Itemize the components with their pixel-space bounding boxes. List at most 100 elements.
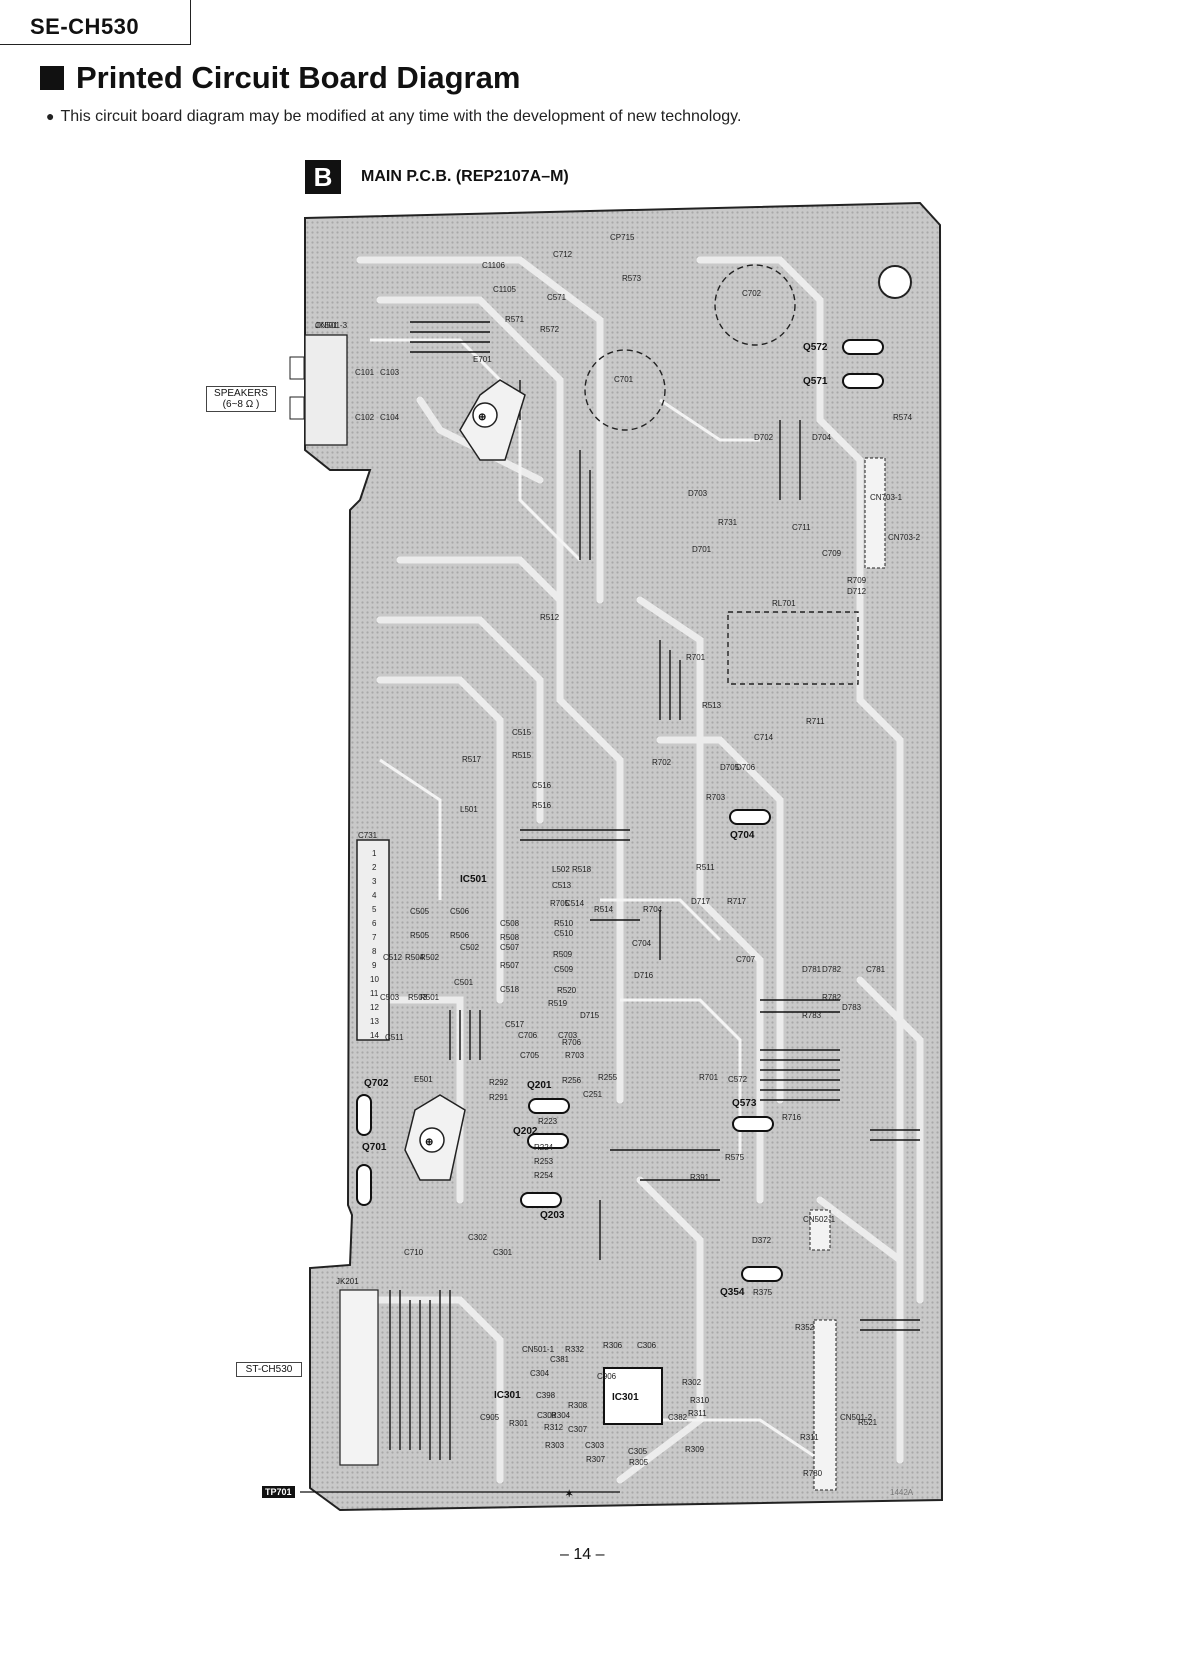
jack-jk501	[304, 334, 348, 446]
component-label: R705	[550, 899, 570, 908]
component-label: R308	[568, 1401, 588, 1410]
component-label: R513	[702, 701, 722, 710]
component-label: C701	[614, 375, 634, 384]
component-label: R519	[548, 999, 568, 1008]
component-label: R301	[509, 1419, 529, 1428]
component-label: IC501	[460, 874, 487, 885]
speakers-label-line2: (6~8 Ω )	[222, 399, 260, 410]
bullet-icon: ●	[46, 108, 55, 124]
component-label: C702	[742, 289, 762, 298]
svg-text:⊕: ⊕	[425, 1137, 433, 1148]
component-label: R510	[554, 919, 574, 928]
svg-text:13: 13	[370, 1017, 379, 1026]
ic501-body	[356, 839, 390, 1041]
component-label: R780	[803, 1469, 823, 1478]
component-label: C307	[568, 1425, 588, 1434]
component-label: R302	[682, 1378, 702, 1387]
component-label: R574	[893, 413, 913, 422]
capacitor-c701-outline	[584, 349, 666, 431]
component-label: R511	[696, 863, 715, 872]
component-label: C510	[554, 929, 574, 938]
component-label: R517	[462, 755, 482, 764]
component-label: R309	[685, 1445, 705, 1454]
component-label: C572	[728, 1075, 748, 1084]
svg-text:⊕: ⊕	[478, 412, 486, 423]
component-label: D781	[802, 965, 822, 974]
capacitor-c702-outline	[714, 264, 796, 346]
component-label: C508	[500, 919, 520, 928]
svg-text:6: 6	[372, 919, 377, 928]
tp701-label: TP701	[262, 1486, 295, 1498]
component-label: CN501-2	[840, 1413, 873, 1422]
component-label: Q202	[513, 1126, 538, 1137]
svg-text:3: 3	[372, 877, 377, 886]
component-label: C102	[355, 413, 375, 422]
component-label: C711	[792, 523, 811, 532]
component-label: E701	[473, 355, 492, 364]
component-label: D372	[752, 1236, 772, 1245]
component-label: R292	[489, 1078, 509, 1087]
ic301-body	[603, 1367, 663, 1425]
component-label: R509	[553, 950, 573, 959]
component-label: R515	[512, 751, 532, 760]
component-label: D704	[812, 433, 832, 442]
component-label: R304	[551, 1411, 571, 1420]
heatsink-e501: ⊕	[404, 1094, 466, 1181]
component-label: C501	[454, 978, 474, 987]
component-label: R504	[405, 953, 425, 962]
component-label: C705	[520, 1051, 540, 1060]
component-label: C306	[637, 1341, 657, 1350]
component-label: Q571	[803, 376, 828, 387]
component-label: C516	[532, 781, 552, 790]
section-header: B MAIN P.C.B. (REP2107A–M)	[305, 160, 569, 194]
component-label: C308	[537, 1411, 557, 1420]
component-label: CN501-3	[315, 321, 348, 330]
component-label-layer: JK501CP715C712C1106C1105C571R573R571R572…	[315, 233, 921, 1478]
component-label: R505	[410, 931, 430, 940]
component-label: C1105	[493, 285, 517, 294]
page-title: Printed Circuit Board Diagram	[40, 60, 520, 96]
component-label: R223	[538, 1117, 558, 1126]
component-label: Q203	[540, 1210, 565, 1221]
component-label: R255	[598, 1073, 618, 1082]
component-label: D783	[842, 1003, 862, 1012]
component-label: R256	[562, 1076, 582, 1085]
component-label: D703	[688, 489, 708, 498]
transistors	[356, 339, 884, 1282]
component-label: D702	[754, 433, 774, 442]
board-code: 1442A	[890, 1488, 914, 1497]
component-label: C906	[597, 1372, 617, 1381]
component-label: C398	[536, 1391, 556, 1400]
component-label: R254	[534, 1171, 554, 1180]
component-label: R731	[718, 518, 738, 527]
component-label: C381	[550, 1355, 570, 1364]
component-label: R503	[408, 993, 428, 1002]
component-label: C905	[480, 1413, 500, 1422]
component-label: C704	[632, 939, 652, 948]
component-label: C103	[380, 368, 400, 377]
jumper-wires	[389, 321, 920, 1460]
component-label: R312	[544, 1423, 564, 1432]
relay-rl701-outline	[727, 611, 859, 685]
connector-cn703	[864, 457, 886, 569]
component-label: R332	[565, 1345, 585, 1354]
component-label: E501	[414, 1075, 433, 1084]
component-label: R253	[534, 1157, 554, 1166]
svg-text:5: 5	[372, 905, 377, 914]
component-label: R704	[643, 905, 663, 914]
component-label: C301	[493, 1248, 513, 1257]
component-label: D706	[736, 763, 756, 772]
component-label: C709	[822, 549, 842, 558]
svg-text:8: 8	[372, 947, 377, 956]
component-label: Q573	[732, 1098, 757, 1109]
component-label: R391	[690, 1173, 710, 1182]
component-label: R782	[822, 993, 842, 1002]
component-label: R706	[562, 1038, 582, 1047]
component-label: C507	[500, 943, 520, 952]
component-label: C515	[512, 728, 532, 737]
board-code-text: 1442A	[890, 1488, 914, 1497]
component-label: D705	[720, 763, 740, 772]
component-label: R352	[795, 1323, 815, 1332]
component-label: C731	[358, 831, 378, 840]
